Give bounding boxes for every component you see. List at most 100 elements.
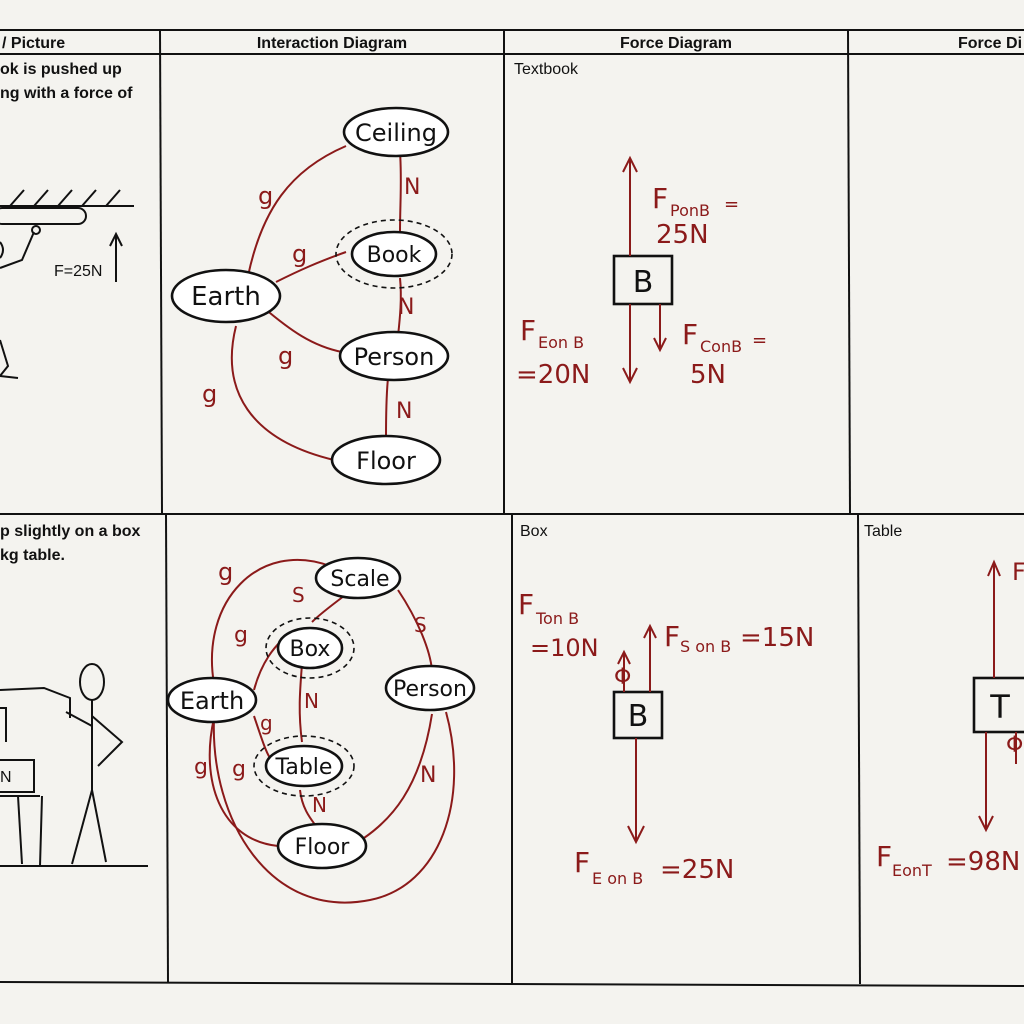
force-label-scale-name: F — [664, 620, 680, 653]
row2-interaction-edges — [208, 559, 456, 904]
row1-picture-sketch — [0, 189, 134, 379]
free-body-box-b-label: B — [628, 699, 649, 734]
arrow-head-up-2 — [643, 623, 657, 639]
row2-force-title-2: Table — [864, 523, 902, 540]
node-earth-label: Earth — [191, 282, 261, 312]
arrow-head-up — [617, 649, 631, 665]
arrow-head-down — [627, 825, 645, 845]
edge-label-person-floor: N — [396, 399, 412, 424]
node-person — [338, 330, 450, 382]
force-label-earth-sub: E on B — [592, 869, 643, 888]
force-label-person-eq: = — [724, 194, 739, 215]
row1-force-title: Textbook — [514, 61, 579, 78]
force-label-ceiling-sub: ConB — [700, 337, 742, 356]
edge-label-scale-box: S — [292, 583, 305, 607]
edge-label-book-person: N — [398, 295, 414, 320]
node-floor-label: Floor — [295, 835, 351, 860]
edge-label-ceiling-book: N — [404, 175, 420, 200]
row1-picture-text-line1: ok is pushed up — [0, 61, 122, 78]
node-scale-label: Scale — [330, 567, 389, 592]
force-label-person-name: F — [652, 182, 668, 215]
free-body-box-b-label: B — [633, 265, 654, 300]
edge-label-earth-box: g — [234, 623, 248, 648]
node-earth — [166, 676, 258, 724]
node-book — [350, 230, 438, 278]
edge-label-box-table: N — [304, 689, 319, 713]
edge-label-scale-earth: g — [218, 558, 233, 586]
node-ceiling-label: Ceiling — [355, 119, 437, 147]
force-label-person-value: 25N — [656, 220, 709, 250]
arrow-head-down — [978, 815, 994, 833]
node-person-label: Person — [354, 343, 435, 371]
edge-label-earth-floor: g — [194, 755, 208, 780]
force-label-table-earth-name: F — [876, 840, 892, 873]
row1-interaction-edges — [230, 145, 402, 461]
free-body-box-b — [612, 690, 664, 740]
node-earth-label: Earth — [180, 687, 244, 715]
arrow-head-down — [622, 367, 638, 385]
free-body-box-b — [612, 254, 674, 306]
free-body-box-t — [972, 676, 1024, 734]
force-label-earth-value: =25N — [660, 855, 734, 885]
system-boundary-table — [253, 735, 355, 797]
force-label-table-earth-value: =98N — [946, 847, 1020, 877]
edge-label-earth-book: g — [292, 240, 307, 268]
node-person — [384, 664, 476, 712]
row2-picture-text-line2: kg table. — [0, 547, 65, 564]
free-body-box-t-label: T — [989, 688, 1010, 726]
node-earth — [170, 268, 282, 324]
arrow-head-up — [987, 559, 1001, 577]
force-label-table-earth-sub: EonT — [892, 861, 932, 880]
row2-interaction-nodes: Scale Box Earth Person Table Floor — [166, 556, 476, 870]
system-boundary-box — [265, 617, 355, 679]
edge-label-table-floor: N — [312, 793, 327, 817]
force-label-scale-value: =15N — [740, 623, 814, 653]
system-boundary-book — [335, 219, 453, 289]
edge-label-earth-table-top: g — [260, 711, 273, 735]
node-table-label: Table — [275, 755, 333, 780]
node-floor-label: Floor — [356, 447, 416, 475]
row2-picture-text-line1: p slightly on a box — [0, 523, 141, 540]
edge-label-scale-person: S — [414, 613, 427, 637]
force-phi-symbol-2: Φ — [1006, 733, 1023, 758]
node-floor — [276, 822, 368, 870]
header-force-diagram: Force Diagram — [620, 35, 732, 52]
row1-picture-force-label: F=25N — [54, 263, 102, 280]
arrow-head-up — [622, 155, 638, 173]
row1-picture-text-line2: ng with a force of — [0, 85, 133, 102]
force-label-ceiling-name: F — [682, 318, 698, 351]
edge-label-person-floor: N — [420, 763, 436, 788]
node-box — [276, 626, 344, 670]
force-label-table-value: =10N — [530, 634, 599, 662]
force-label-earth-value: =20N — [516, 360, 590, 390]
node-box-label: Box — [290, 637, 331, 662]
node-book-label: Book — [367, 243, 422, 268]
force-phi-symbol: Φ — [614, 665, 631, 690]
node-scale — [314, 556, 402, 600]
edge-label-earth-person: g — [278, 342, 293, 370]
force-label-earth-name: F — [574, 846, 590, 879]
row1-interaction-nodes: Ceiling Book Earth Person Floor — [170, 106, 453, 486]
row2-picture-label: N — [0, 769, 12, 786]
force-label-earth-sub: Eon B — [538, 333, 584, 352]
force-label-table-name: F — [518, 588, 534, 621]
row2-interaction-edge-labels: g S S g N g g g N N — [194, 558, 436, 817]
force-label-ceiling-eq: = — [752, 330, 767, 351]
arrow-head-down-small — [653, 337, 667, 353]
header-picture: / Picture — [2, 35, 65, 52]
force-label-scale-sub: S on B — [680, 637, 731, 656]
header-interaction-diagram: Interaction Diagram — [257, 35, 407, 52]
force-label-person-sub: PonB — [670, 201, 710, 220]
edge-label-ceiling-earth: g — [258, 182, 273, 210]
row1-interaction-edge-labels: g N g N g g N — [202, 175, 420, 424]
row2-force-diagram: B — [612, 623, 664, 845]
header-force-diagram-cut: Force Di — [958, 35, 1022, 52]
node-person-label: Person — [393, 677, 467, 702]
force-label-earth-name: F — [520, 314, 536, 347]
edge-label-earth-table: g — [232, 757, 246, 782]
row2-force-title: Box — [520, 523, 548, 540]
node-ceiling — [342, 106, 450, 158]
force-label-table-sub: Ton B — [535, 609, 579, 628]
edge-label-earth-floor: g — [202, 380, 217, 408]
